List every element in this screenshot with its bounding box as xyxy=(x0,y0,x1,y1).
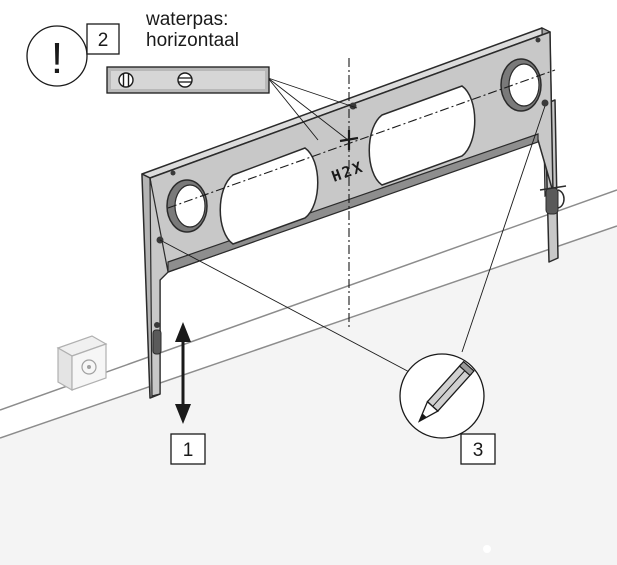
mounting-plate xyxy=(141,27,567,399)
level-label-line1: waterpas: xyxy=(145,9,228,30)
spirit-level-icon xyxy=(106,66,270,94)
step-3-badge: 3 xyxy=(460,433,496,465)
wall-surface xyxy=(0,226,617,565)
plate-screw-hole xyxy=(170,170,176,176)
plate-screw-hole xyxy=(349,102,357,110)
plate-screw-hole xyxy=(535,37,541,43)
svg-text:3: 3 xyxy=(473,440,484,461)
svg-text:1: 1 xyxy=(183,440,194,461)
wall-floor-edge xyxy=(0,225,617,439)
svg-text:!: ! xyxy=(51,34,63,83)
svg-text:2: 2 xyxy=(98,30,109,51)
level-label-line2: horizontaal xyxy=(146,30,239,51)
wall-mark-dot xyxy=(483,545,491,553)
leader-lines xyxy=(159,77,546,376)
guide-lines xyxy=(167,58,556,330)
wall-socket-icon xyxy=(56,335,108,392)
plate-cutout-left xyxy=(219,147,319,245)
plate-screw-hole xyxy=(541,99,549,107)
plate-bottom-flange xyxy=(167,133,539,273)
step-2-badge: 2 xyxy=(86,23,120,55)
plate-cutout-right xyxy=(368,85,476,186)
plate-hole-right xyxy=(500,58,542,112)
warning-icon: ! xyxy=(26,25,88,87)
pencil-icon xyxy=(399,353,485,439)
double-arrow-icon xyxy=(175,322,191,424)
plate-clip-right xyxy=(539,185,567,215)
plate-hole-left xyxy=(166,179,208,233)
plate-clip-left xyxy=(152,322,162,355)
horizontal-axis-line xyxy=(167,69,556,209)
step-1-badge: 1 xyxy=(170,433,206,465)
